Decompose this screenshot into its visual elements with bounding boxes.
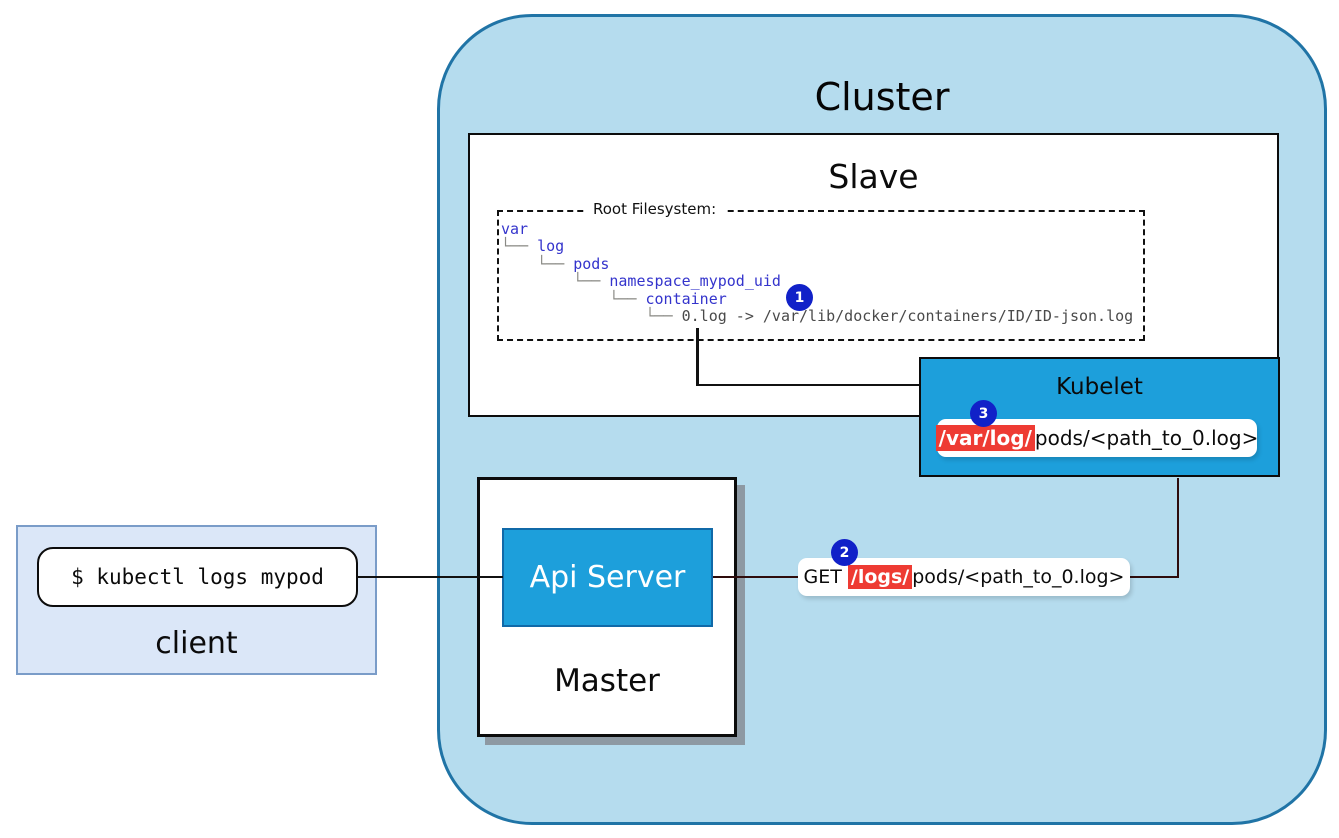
kubectl-command-text: $ kubectl logs mypod — [71, 565, 324, 589]
tree-branch: └── — [501, 289, 646, 308]
get-request-label: GET /logs/pods/<path_to_0.log> — [798, 558, 1130, 596]
kubectl-command-box: $ kubectl logs mypod — [37, 547, 358, 607]
tree-node-name: var — [501, 220, 529, 238]
kubelet-path-highlight: /var/log/ — [935, 425, 1035, 451]
kubelet-title: Kubelet — [1056, 374, 1143, 400]
connector-client-to-apiserver — [357, 575, 503, 578]
tree-line-var: var — [501, 220, 1133, 238]
kubelet-path-rest: pods/<path_to_0.log> — [1034, 426, 1259, 450]
kubelet-log-path: /var/log/pods/<path_to_0.log> — [935, 419, 1259, 457]
tree-node-name: pods — [573, 254, 610, 273]
request-path-rest: pods/<path_to_0.log> — [912, 566, 1125, 588]
tree-line-container: └── container — [501, 289, 1133, 308]
connector-tree-to-kubelet-vertical — [696, 328, 699, 386]
step-badge-2: 2 — [831, 539, 858, 566]
request-method: GET — [803, 566, 848, 588]
tree-symlink-target: 0.log -> /var/lib/docker/containers/ID/I… — [681, 307, 1134, 326]
tree-line-log: └── log — [501, 238, 1133, 255]
tree-branch: └── — [501, 237, 538, 256]
root-filesystem-box: Root Filesystem: var └── log └── pods └─… — [497, 200, 1145, 341]
tree-node-name: log — [537, 237, 565, 256]
tree-node-name: container — [645, 289, 727, 308]
filesystem-tree: var └── log └── pods └── namespace_mypod… — [501, 220, 1134, 326]
client-box: $ kubectl logs mypod client — [16, 525, 377, 675]
slave-title: Slave — [828, 157, 919, 196]
tree-branch: └── — [501, 307, 682, 326]
api-server-box: Api Server — [502, 528, 713, 627]
step-badge-3: 3 — [970, 400, 997, 427]
step-badge-1: 1 — [786, 284, 813, 311]
tree-line-pods: └── pods — [501, 254, 1133, 273]
tree-branch: └── — [501, 254, 574, 273]
cluster-title: Cluster — [814, 75, 950, 119]
connector-tree-to-kubelet-horizontal — [696, 383, 920, 386]
root-filesystem-label: Root Filesystem: — [585, 200, 725, 218]
connector-request-to-kubelet-vertical — [1176, 478, 1179, 578]
tree-line-0log-symlink: └── 0.log -> /var/lib/docker/containers/… — [501, 307, 1134, 326]
api-server-label: Api Server — [529, 560, 686, 595]
tree-branch: └── — [501, 272, 610, 291]
master-node-box: Api Server Master — [477, 477, 737, 737]
tree-node-name: namespace_mypod_uid — [609, 272, 781, 291]
master-title: Master — [554, 663, 660, 699]
request-path-highlight: /logs/ — [847, 565, 913, 589]
client-title: client — [155, 626, 238, 661]
connector-apiserver-to-request — [713, 575, 799, 578]
tree-line-namespace: └── namespace_mypod_uid — [501, 273, 1133, 290]
connector-request-to-kubelet-horizontal — [1126, 575, 1179, 578]
